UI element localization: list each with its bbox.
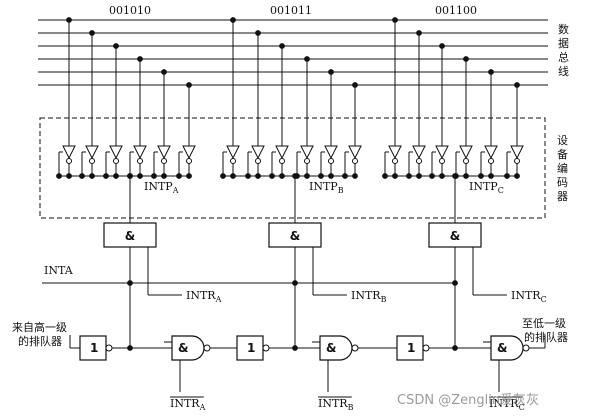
nand-gate-0-bubble	[203, 344, 211, 352]
buffer-triangle	[85, 145, 99, 160]
buffer-triangle	[324, 145, 338, 160]
not-gate-2	[396, 335, 424, 361]
not-gate-1-symbol: 1	[247, 341, 255, 355]
nand-gate-2-symbol: &	[497, 341, 507, 355]
encoder-label-char: 器	[557, 190, 568, 203]
inverter-bubble	[352, 158, 358, 164]
encoder-dashed-box	[39, 117, 546, 219]
not-gate-2-bubble	[422, 344, 430, 352]
intp-label-1: INTPB	[309, 180, 344, 195]
and-gate-2	[428, 222, 482, 248]
right-output-line1: 至低一级	[522, 317, 566, 330]
not-gate-2-symbol: 1	[407, 341, 415, 355]
and-gate-symbol: &	[290, 229, 300, 243]
left-input-line1: 来自高一级	[12, 320, 67, 334]
bus-label-char: 线	[558, 64, 569, 78]
nand-gate-2-bubble	[522, 344, 530, 352]
data-bus-lines	[38, 19, 548, 86]
gates: & & & 1 1 1 & & &	[62, 145, 530, 361]
encoder-label-char: 码	[557, 176, 568, 189]
intr-label-0: INTRA	[186, 289, 222, 304]
and-gate-1	[268, 222, 322, 248]
buffer-triangle	[435, 145, 449, 160]
inverter-bubble	[186, 158, 192, 164]
intp-label-0: INTPA	[144, 180, 179, 195]
nand-gate-1-bubble	[351, 344, 359, 352]
buffer-triangle	[133, 145, 147, 160]
buffer-triangle	[226, 145, 240, 160]
and-gate-symbol: &	[125, 229, 135, 243]
buffer-triangle	[109, 145, 123, 160]
buffer-triangle	[275, 145, 289, 160]
inverter-bubble	[328, 158, 334, 164]
bus-code-2: 001100	[435, 4, 477, 17]
inverter-bubble	[392, 158, 398, 164]
buffer-triangle	[388, 145, 402, 160]
and-gate-symbol: &	[450, 229, 460, 243]
bus-code-0: 001010	[109, 4, 151, 17]
buffer-triangle	[157, 145, 171, 160]
intr-bar-label-2: INTRC	[489, 397, 525, 412]
buffer-triangle	[182, 145, 196, 160]
buffer-triangle	[510, 145, 524, 160]
intp-label-2: INTPC	[469, 180, 504, 195]
encoder-wiring	[42, 17, 546, 392]
inverter-bubble	[230, 158, 236, 164]
inverter-bubble	[279, 158, 285, 164]
inverter-bubble	[463, 158, 469, 164]
device-encoder-box	[39, 117, 546, 219]
inverter-bubble	[255, 158, 261, 164]
buffer-triangle	[412, 145, 426, 160]
bus-label-char: 数	[558, 23, 569, 36]
inverter-bubble	[439, 158, 445, 164]
not-gate-0	[79, 335, 107, 361]
junction-dot	[127, 173, 133, 179]
nand-gate-0-symbol: &	[178, 341, 188, 355]
inverter-bubble	[416, 158, 422, 164]
right-output-line2: 的排队器	[524, 330, 568, 344]
buffer-triangle	[348, 145, 362, 160]
inverter-bubble	[89, 158, 95, 164]
buffer-triangle	[251, 145, 265, 160]
and-gate-0	[103, 222, 157, 248]
junction-dot	[292, 173, 298, 179]
intr-label-2: INTRC	[511, 289, 547, 304]
bus-code-1: 001011	[270, 4, 312, 17]
buffer-triangle	[62, 145, 76, 160]
watermark: CSDN @Zenglin爱灰灰	[397, 393, 539, 408]
bus-label-char: 据	[558, 36, 569, 50]
inverter-bubble	[113, 158, 119, 164]
intr-bar-label-1: INTRB	[318, 397, 354, 412]
encoder-label-char: 设	[557, 134, 568, 147]
inverter-bubble	[304, 158, 310, 164]
nand-gate-1-symbol: &	[326, 341, 336, 355]
not-gate-0-symbol: 1	[90, 341, 98, 355]
inverter-bubble	[514, 158, 520, 164]
encoder-label-char: 编	[557, 161, 568, 175]
bus-label-char: 总	[558, 50, 569, 64]
buffer-triangle	[484, 145, 498, 160]
inta-label: INTA	[44, 264, 74, 277]
not-gate-0-bubble	[105, 344, 113, 352]
inverter-bubble	[488, 158, 494, 164]
inverter-bubble	[137, 158, 143, 164]
not-gate-1-bubble	[262, 344, 270, 352]
junction-dot	[452, 173, 458, 179]
intr-label-1: INTRB	[351, 289, 387, 304]
inverter-bubble	[66, 158, 72, 164]
left-input-line2: 的排队器	[18, 334, 62, 348]
inverter-bubble	[161, 158, 167, 164]
intr-bar-label-0: INTRA	[170, 397, 206, 412]
buffer-triangle	[459, 145, 473, 160]
buffer-triangle	[300, 145, 314, 160]
encoder-label-char: 备	[557, 147, 568, 161]
